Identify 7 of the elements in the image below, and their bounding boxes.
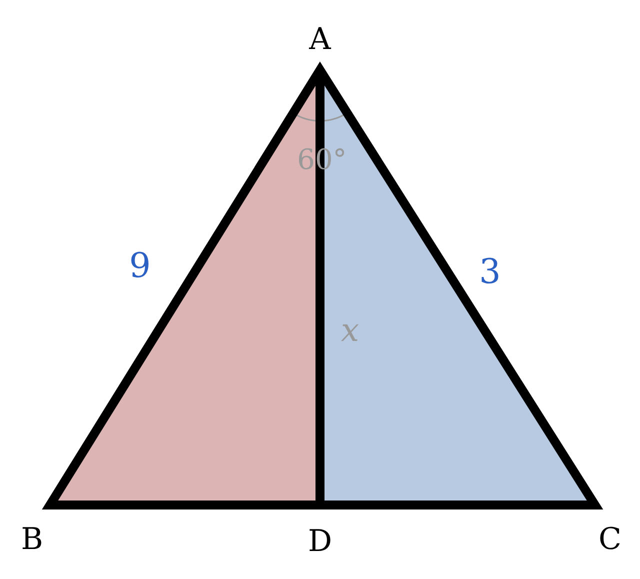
- side-length-label: 9: [129, 249, 151, 283]
- vertex-label: B: [20, 525, 44, 555]
- vertex-label: C: [598, 525, 622, 555]
- segment-label: x: [340, 314, 360, 346]
- side-length-label: 3: [479, 255, 501, 289]
- vertex-label: D: [308, 527, 332, 557]
- vertex-label: A: [309, 25, 331, 55]
